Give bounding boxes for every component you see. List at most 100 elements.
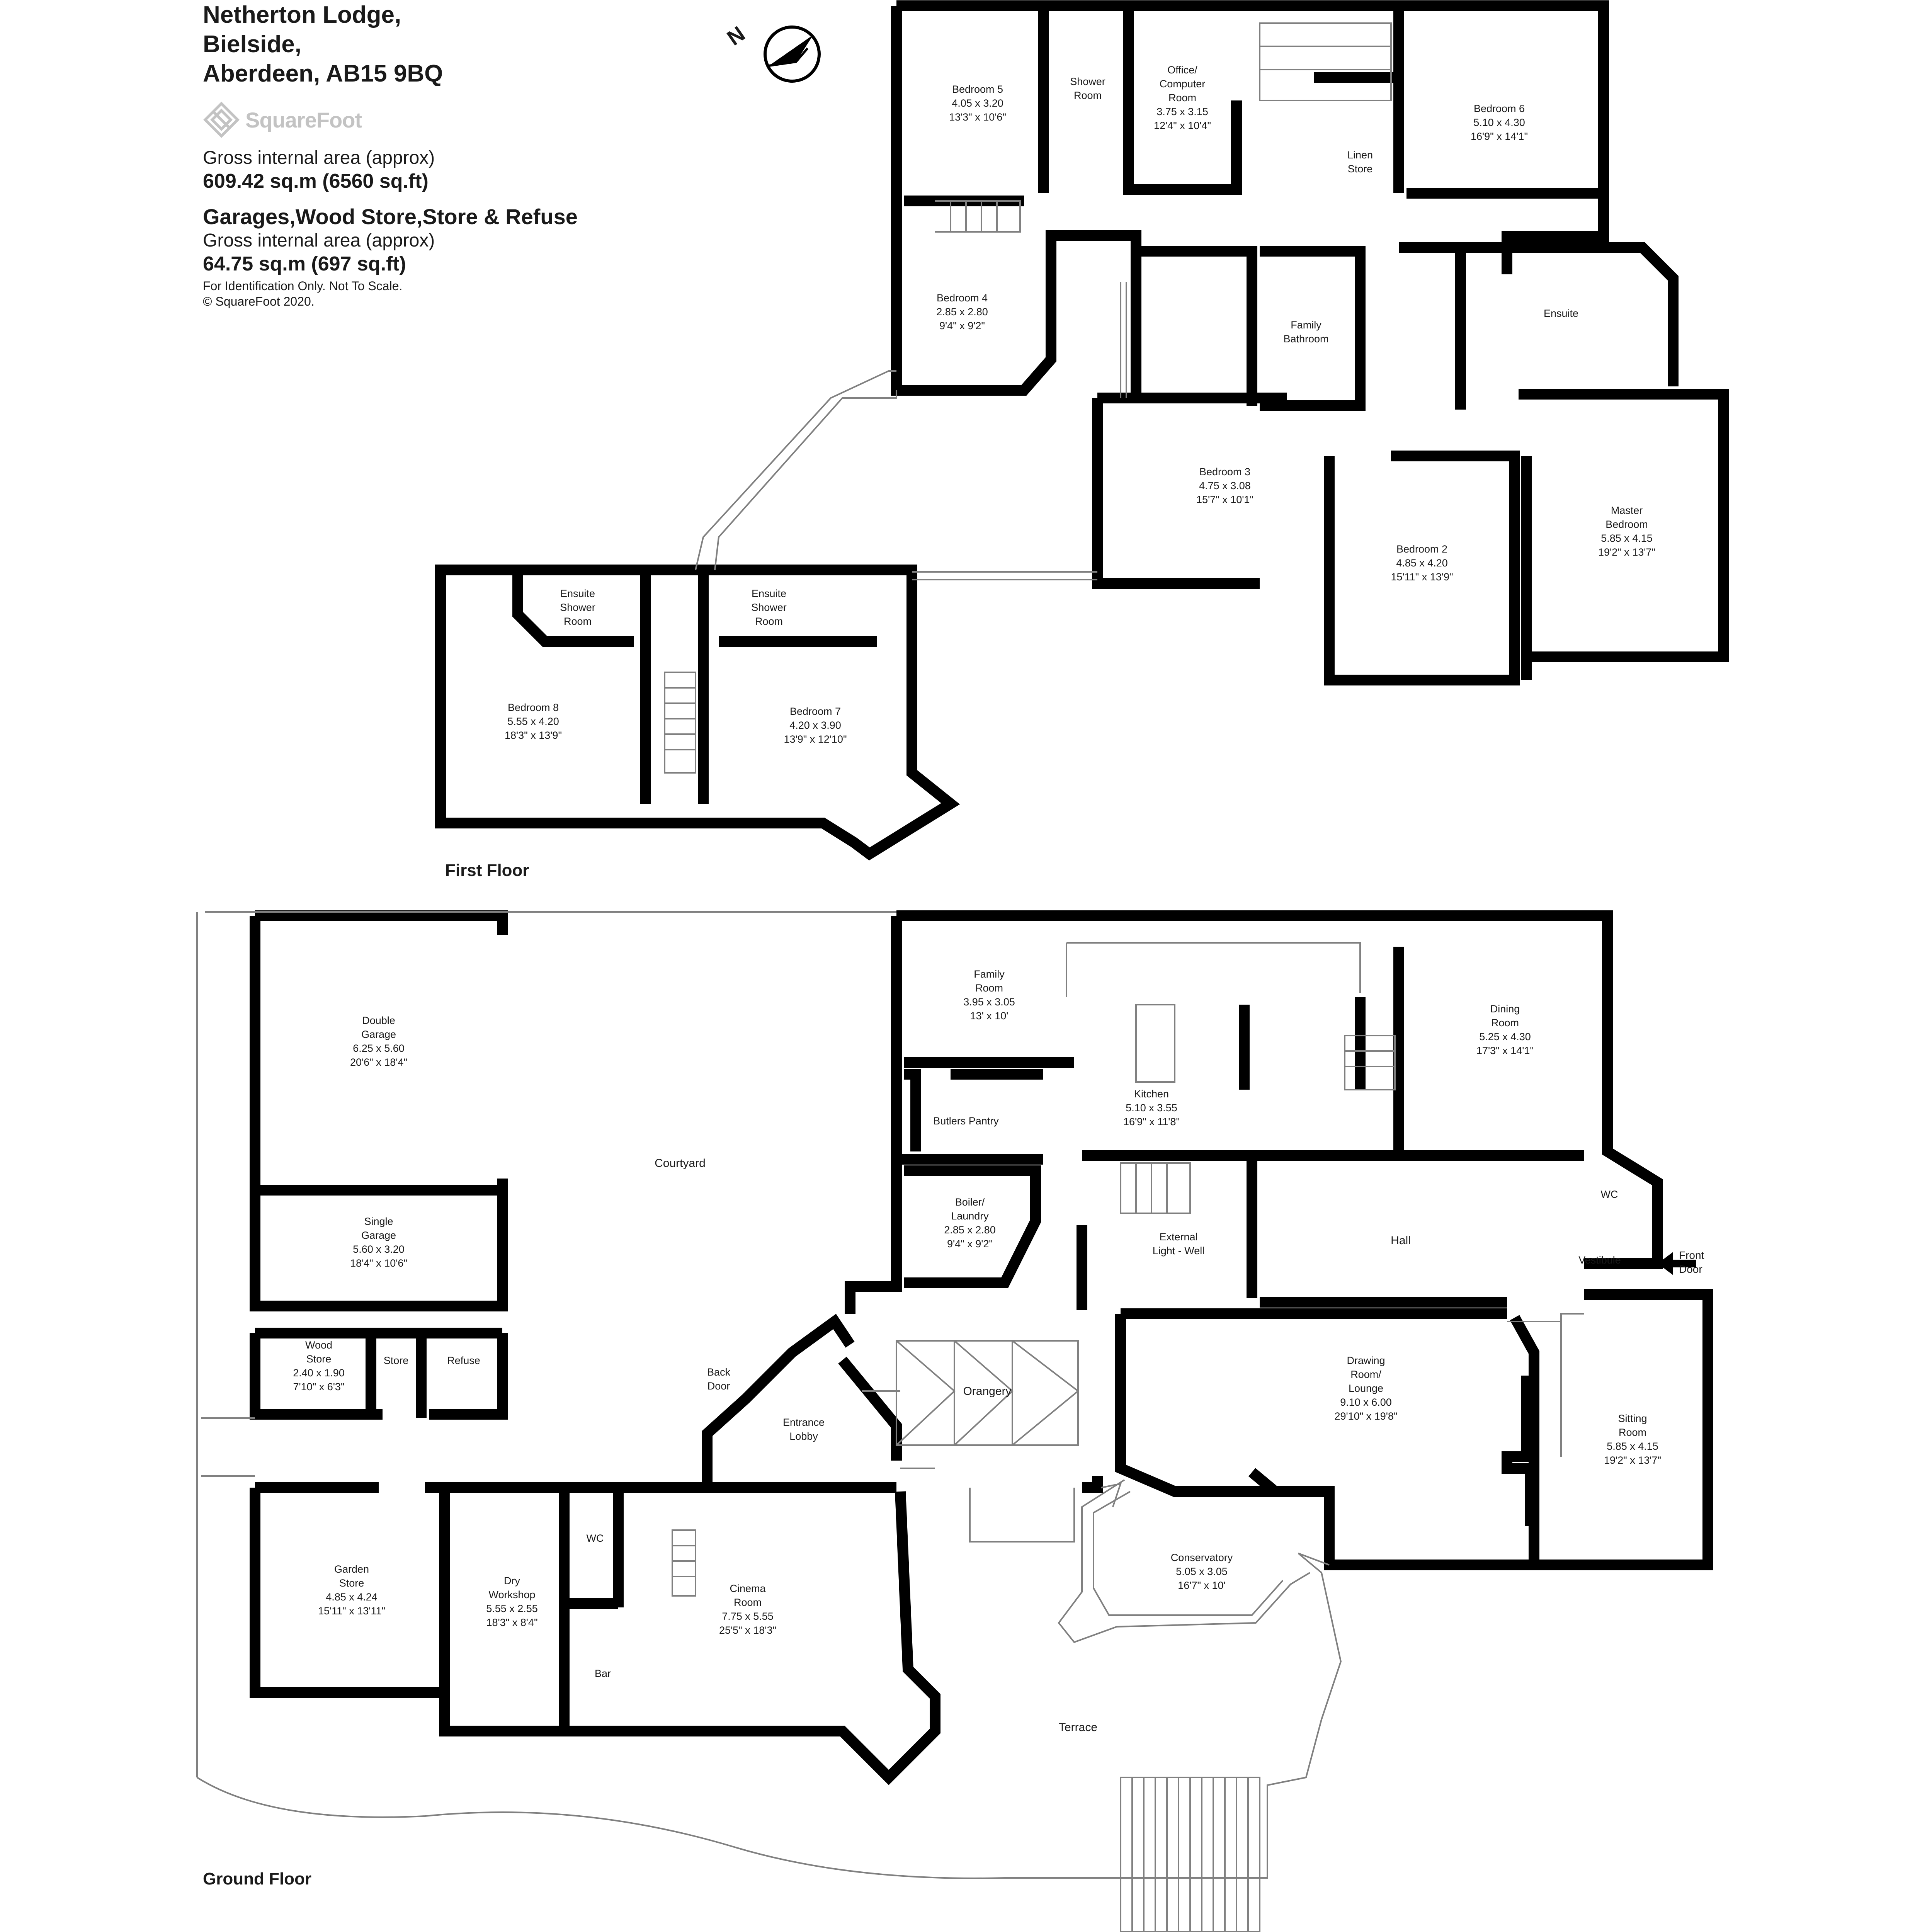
wall [250, 1333, 383, 1420]
room-label-line: 5.60 x 3.20 [353, 1243, 405, 1255]
room-label-line: 7'10" x 6'3" [293, 1381, 344, 1393]
wall [1519, 389, 1729, 662]
room-label-line: Single [364, 1216, 393, 1227]
floor-label-first: First Floor [445, 861, 529, 880]
north-arrow-compass-icon [764, 26, 821, 83]
room-label-line: Orangery [963, 1385, 1011, 1398]
room-label-line: Room [1619, 1427, 1646, 1438]
wall [1248, 1468, 1279, 1496]
room-label-line: Family [1291, 319, 1321, 331]
room-label-line: Bar [595, 1668, 611, 1679]
disclaimer: For Identification Only. Not To Scale. [203, 279, 403, 293]
room-label-line: Hall [1391, 1234, 1411, 1247]
room-label-line: 9'4" x 9'2" [947, 1238, 993, 1250]
room-label-line: Ensuite [1544, 308, 1578, 319]
room-label-line: Linen [1347, 149, 1373, 161]
room-label-line: 4.20 x 3.90 [789, 719, 841, 731]
room-label-line: 5.05 x 3.05 [1176, 1566, 1228, 1577]
room-label-line: 9.10 x 6.00 [1340, 1396, 1392, 1408]
room-label-line: Ensuite [560, 588, 595, 599]
room-label-line: Shower [1070, 76, 1105, 87]
area-main-label: Gross internal area (approx) [203, 148, 435, 168]
wall [904, 1069, 1043, 1151]
room-label-line: Bedroom 2 [1396, 543, 1447, 555]
room-label-line: Cinema [730, 1583, 766, 1594]
area-outbuildings-label: Gross internal area (approx) [203, 230, 435, 251]
room-label-line: 5.10 x 4.30 [1473, 117, 1525, 128]
wall [1123, 6, 1242, 195]
room-label-line: Bedroom 8 [508, 702, 559, 713]
room-label-line: Office/ [1167, 64, 1197, 76]
room-label-line: Bedroom [1605, 519, 1648, 530]
brand-name: SquareFoot [245, 107, 362, 132]
room-label-line: 5.10 x 3.55 [1126, 1102, 1177, 1114]
room-label-line: Lounge [1349, 1383, 1383, 1394]
wall [429, 1333, 508, 1420]
room-label-line: 9'4" x 9'2" [939, 320, 985, 332]
room-label-wc-front: WC [1601, 1189, 1618, 1200]
room-label-line: Shower [560, 602, 595, 613]
room-label-line: 13' x 10' [970, 1010, 1009, 1022]
room-label-line: 2.85 x 2.80 [944, 1224, 996, 1236]
compass-letter: N [723, 21, 749, 50]
room-label-vestibule: Vestibule [1578, 1254, 1621, 1266]
front-door-label-line: Front [1679, 1249, 1704, 1261]
room-label-line: Bedroom 3 [1199, 466, 1250, 478]
room-label-line: Back [707, 1366, 731, 1378]
wall [1461, 242, 1679, 386]
room-label-line: Store [1348, 163, 1373, 175]
room-label-line: WC [587, 1532, 604, 1544]
room-label-line: Store [339, 1577, 364, 1589]
copyright: © SquareFoot 2020. [203, 294, 315, 308]
room-label-line: Shower [751, 602, 787, 613]
area-outbuildings-value: 64.75 sq.m (697 sq.ft) [203, 253, 406, 275]
first-floor-link [664, 22, 1392, 774]
wall [1092, 398, 1260, 589]
room-label-line: WC [1601, 1189, 1618, 1200]
room-label-line: Room [975, 982, 1003, 994]
first-floor [435, 0, 1729, 861]
room-label-hall: Hall [1391, 1234, 1411, 1247]
room-label-line: 7.75 x 5.55 [722, 1611, 774, 1622]
room-label-line: Lobby [789, 1430, 818, 1442]
wall [568, 1492, 624, 1609]
room-label-line: Room [564, 616, 592, 627]
room-label-butlers-pantry: Butlers Pantry [933, 1115, 999, 1127]
room-label-line: Light - Well [1153, 1245, 1205, 1257]
room-label-line: Conservatory [1171, 1552, 1233, 1563]
room-label-terrace: Terrace [1059, 1721, 1097, 1734]
room-label-line: Room [1074, 90, 1102, 101]
room-label-line: Refuse [447, 1355, 480, 1366]
wall [1399, 242, 1466, 410]
room-label-refuse: Refuse [447, 1355, 480, 1366]
wall [1136, 246, 1257, 406]
room-label-line: 15'7" x 10'1" [1196, 494, 1253, 505]
room-label-line: 13'3" x 10'6" [949, 111, 1006, 123]
room-label-line: Butlers Pantry [933, 1115, 999, 1127]
area-main: Gross internal area (approx) 609.42 sq.m… [203, 147, 435, 193]
room-label-line: 18'4" x 10'6" [350, 1257, 407, 1269]
room-label-line: External [1159, 1231, 1197, 1243]
wall [1502, 1376, 1536, 1526]
wall [366, 1333, 427, 1418]
squarefoot-logo-icon [203, 102, 240, 138]
wall [1260, 246, 1366, 411]
room-label-line: 12'4" x 10'4" [1154, 120, 1211, 131]
room-label-line: Dining [1490, 1003, 1520, 1015]
room-label-line: Bedroom 7 [790, 706, 841, 717]
